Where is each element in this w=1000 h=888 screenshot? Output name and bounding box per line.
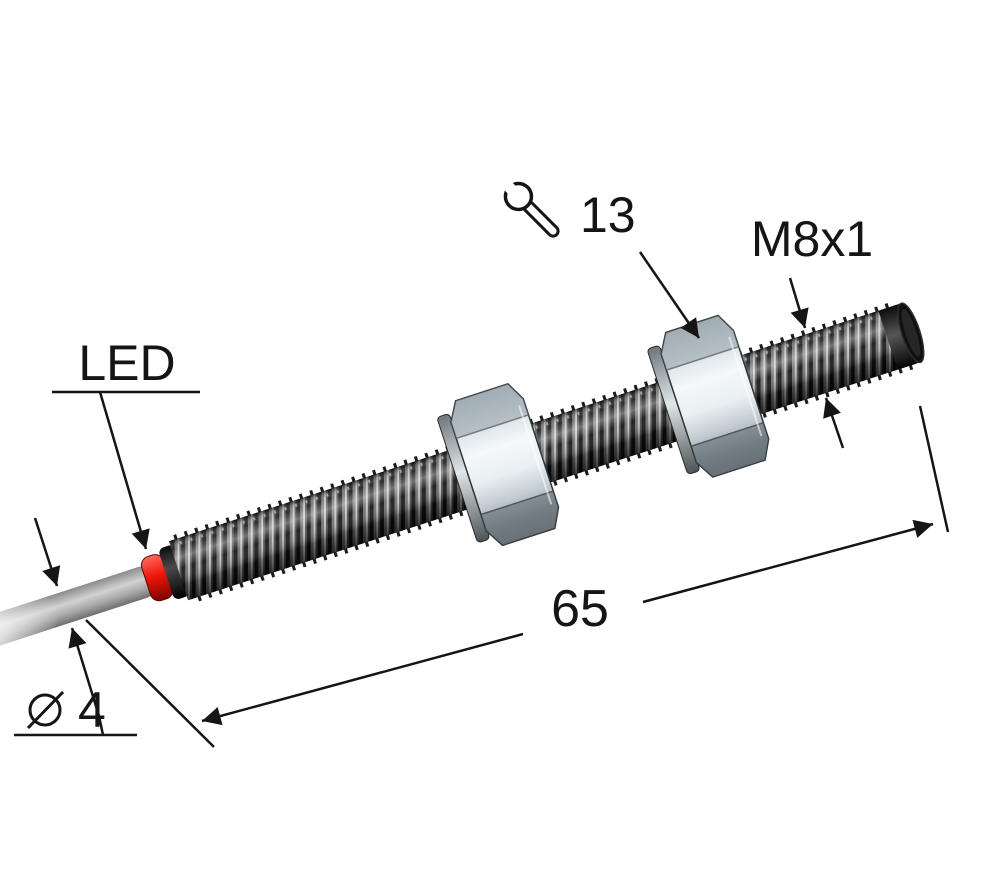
extension-line-right bbox=[918, 405, 950, 533]
thread-arrow-top bbox=[788, 277, 809, 329]
wrench-icon bbox=[497, 175, 560, 238]
collar bbox=[159, 545, 190, 599]
cable-highlight bbox=[0, 598, 60, 650]
led-annotation: LED bbox=[52, 335, 200, 550]
wrench-size-annotation: 13 bbox=[497, 175, 701, 339]
diameter-arrow-bottom bbox=[68, 627, 101, 717]
end-cap bbox=[878, 302, 925, 370]
hex-nut-front bbox=[437, 382, 560, 547]
diameter-arrow-top bbox=[33, 517, 61, 587]
extension-line-left bbox=[85, 619, 215, 748]
sensor-assembly bbox=[0, 301, 925, 650]
cable bbox=[0, 566, 157, 650]
length-dimension-label: 65 bbox=[551, 580, 609, 638]
thread-annotation: M8x1 bbox=[751, 211, 873, 449]
dimension-line-left bbox=[201, 632, 524, 726]
cable-diameter-dimension: 4 bbox=[14, 517, 137, 738]
dimension-line-right bbox=[642, 519, 934, 604]
thread-glint bbox=[179, 309, 894, 545]
hex-nut-rear bbox=[647, 314, 770, 478]
cable-diameter-label: 4 bbox=[78, 682, 106, 738]
thread-crest-bottom bbox=[197, 364, 915, 602]
wrench-size-label: 13 bbox=[580, 187, 636, 243]
led-leader-line bbox=[98, 391, 150, 550]
diameter-leader-tail bbox=[97, 715, 105, 736]
threaded-barrel bbox=[168, 301, 916, 602]
wrench-leader-line bbox=[638, 251, 701, 339]
length-dimension: 65 bbox=[85, 405, 950, 748]
thread-arrow-bottom bbox=[823, 397, 845, 449]
thread-size-label: M8x1 bbox=[751, 211, 873, 267]
led-label: LED bbox=[78, 335, 175, 391]
diameter-symbol-icon bbox=[26, 690, 65, 730]
